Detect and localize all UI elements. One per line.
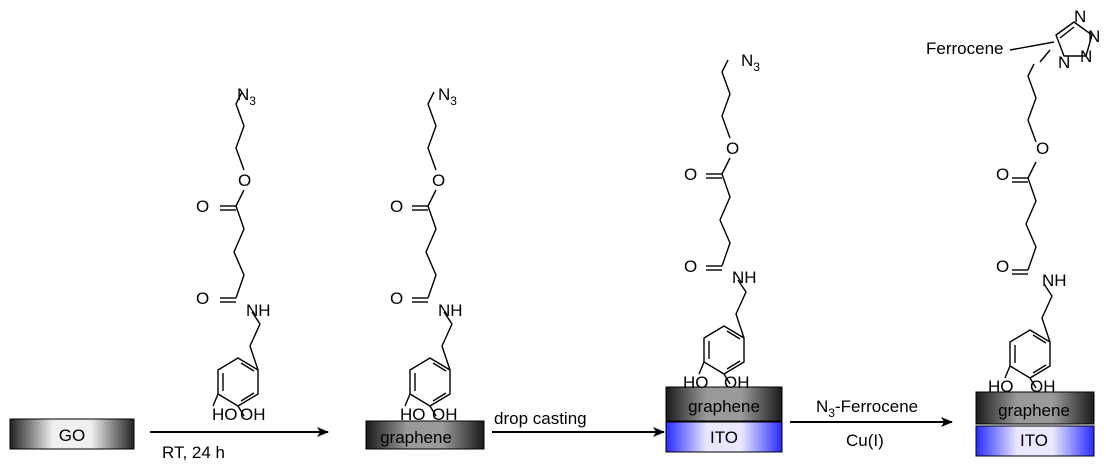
linker-molecule-free <box>212 91 261 417</box>
arrow-click-catalyst: Cu(I) <box>846 431 884 450</box>
hydroxyl-label-3r: OH <box>724 373 750 392</box>
hydroxyl-label-4: HO <box>988 377 1014 396</box>
graphene-label-2: graphene <box>688 397 760 416</box>
linker-molecule-ito <box>698 59 747 385</box>
ester-o-label: O <box>238 171 251 190</box>
hydroxyl-label-4r: OH <box>1030 377 1056 396</box>
azide-label: N3 <box>237 85 256 108</box>
carbonyl-o-label: O <box>196 289 209 308</box>
triazole-n3: N <box>1088 27 1100 46</box>
graphene-substrate-3 <box>975 391 1095 425</box>
azide-label-3: N3 <box>741 51 760 74</box>
triazole-n1: N <box>1058 53 1070 72</box>
graphene-label-1: graphene <box>380 428 452 447</box>
ito-label-1: ITO <box>710 428 738 447</box>
carbonyl-o-label-2: O <box>196 197 209 216</box>
linker-molecule-ferrocene <box>1004 63 1053 389</box>
linker-molecule-graphene <box>404 91 453 417</box>
ester-o-label-4: O <box>1036 139 1049 158</box>
carbonyl-o-label-7: O <box>996 257 1009 276</box>
graphene-label-3: graphene <box>998 401 1070 420</box>
amide-nh-label-3: NH <box>732 268 757 287</box>
arrow-rt-condition: RT, 24 h <box>162 443 225 462</box>
ito-label-2: ITO <box>1020 431 1048 450</box>
go-label: GO <box>59 426 85 445</box>
carbonyl-o-label-8: O <box>996 165 1009 184</box>
hydroxyl-label-3: HO <box>683 373 709 392</box>
hydroxyl-label-right: OH <box>240 405 266 424</box>
arrow-click-reagent: N3-Ferrocene <box>816 397 918 420</box>
ester-o-label-3: O <box>726 139 739 158</box>
graphene-substrate-1 <box>365 420 485 450</box>
amide-nh-label-4: NH <box>1042 271 1067 290</box>
hydroxyl-label-2r: OH <box>432 405 458 424</box>
ito-substrate-2 <box>975 425 1095 457</box>
carbonyl-o-label-6: O <box>684 165 697 184</box>
carbonyl-o-label-4: O <box>390 197 403 216</box>
go-substrate <box>9 418 135 450</box>
ester-o-label-2: O <box>432 171 445 190</box>
graphene-substrate-2 <box>665 386 783 422</box>
amide-nh-label: NH <box>246 301 271 320</box>
triazole-n4: N <box>1074 7 1086 26</box>
carbonyl-o-label-5: O <box>684 257 697 276</box>
azide-label-2: N3 <box>438 85 457 108</box>
ferrocene-label: Ferrocene <box>926 39 1003 58</box>
hydroxyl-label: HO <box>212 405 238 424</box>
carbonyl-o-label-3: O <box>390 289 403 308</box>
ito-substrate-1 <box>665 421 783 453</box>
amide-nh-label-2: NH <box>438 301 463 320</box>
triazole-n2: N <box>1080 47 1092 66</box>
triazole-ring <box>1039 21 1093 63</box>
hydroxyl-label-2: HO <box>400 405 426 424</box>
arrow-drop-casting-label: drop casting <box>494 409 587 428</box>
